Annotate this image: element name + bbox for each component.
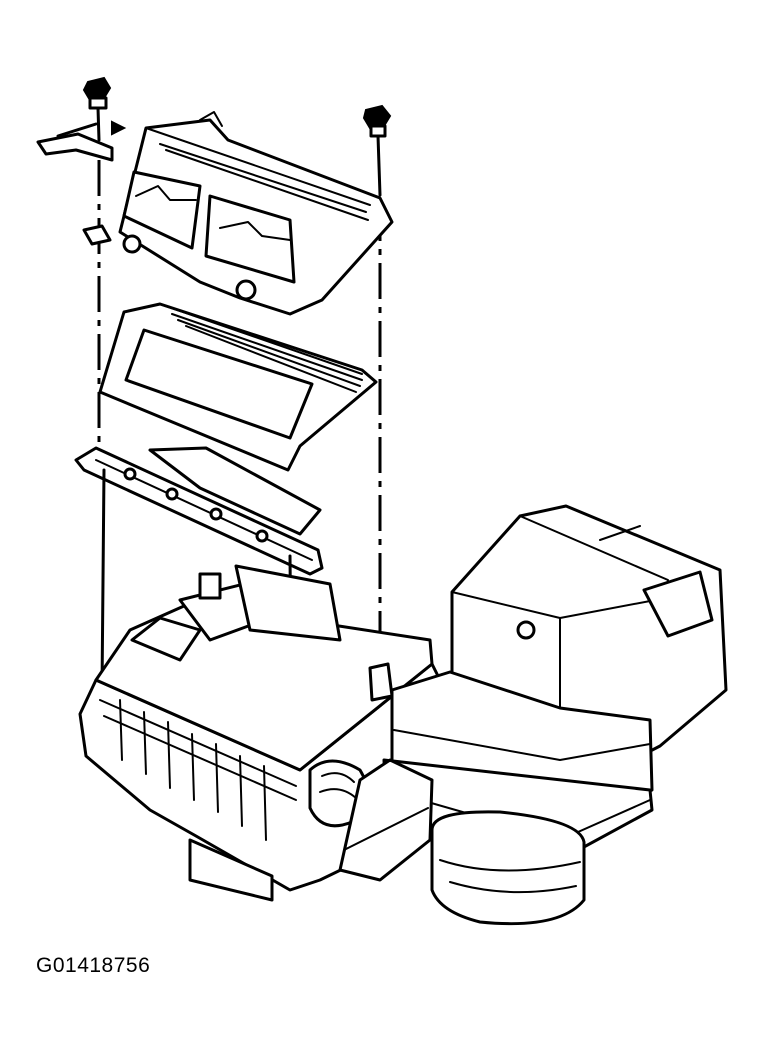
filter-insert [98,302,378,472]
left-screw [82,76,112,142]
connecting-duct [338,758,434,882]
blower-case [382,504,728,926]
upper-vent-cover [82,111,394,316]
right-screw [362,104,392,197]
retaining-clip [36,120,127,162]
figure-id-label: G01418756 [36,954,151,977]
alignment-lines [97,160,382,665]
